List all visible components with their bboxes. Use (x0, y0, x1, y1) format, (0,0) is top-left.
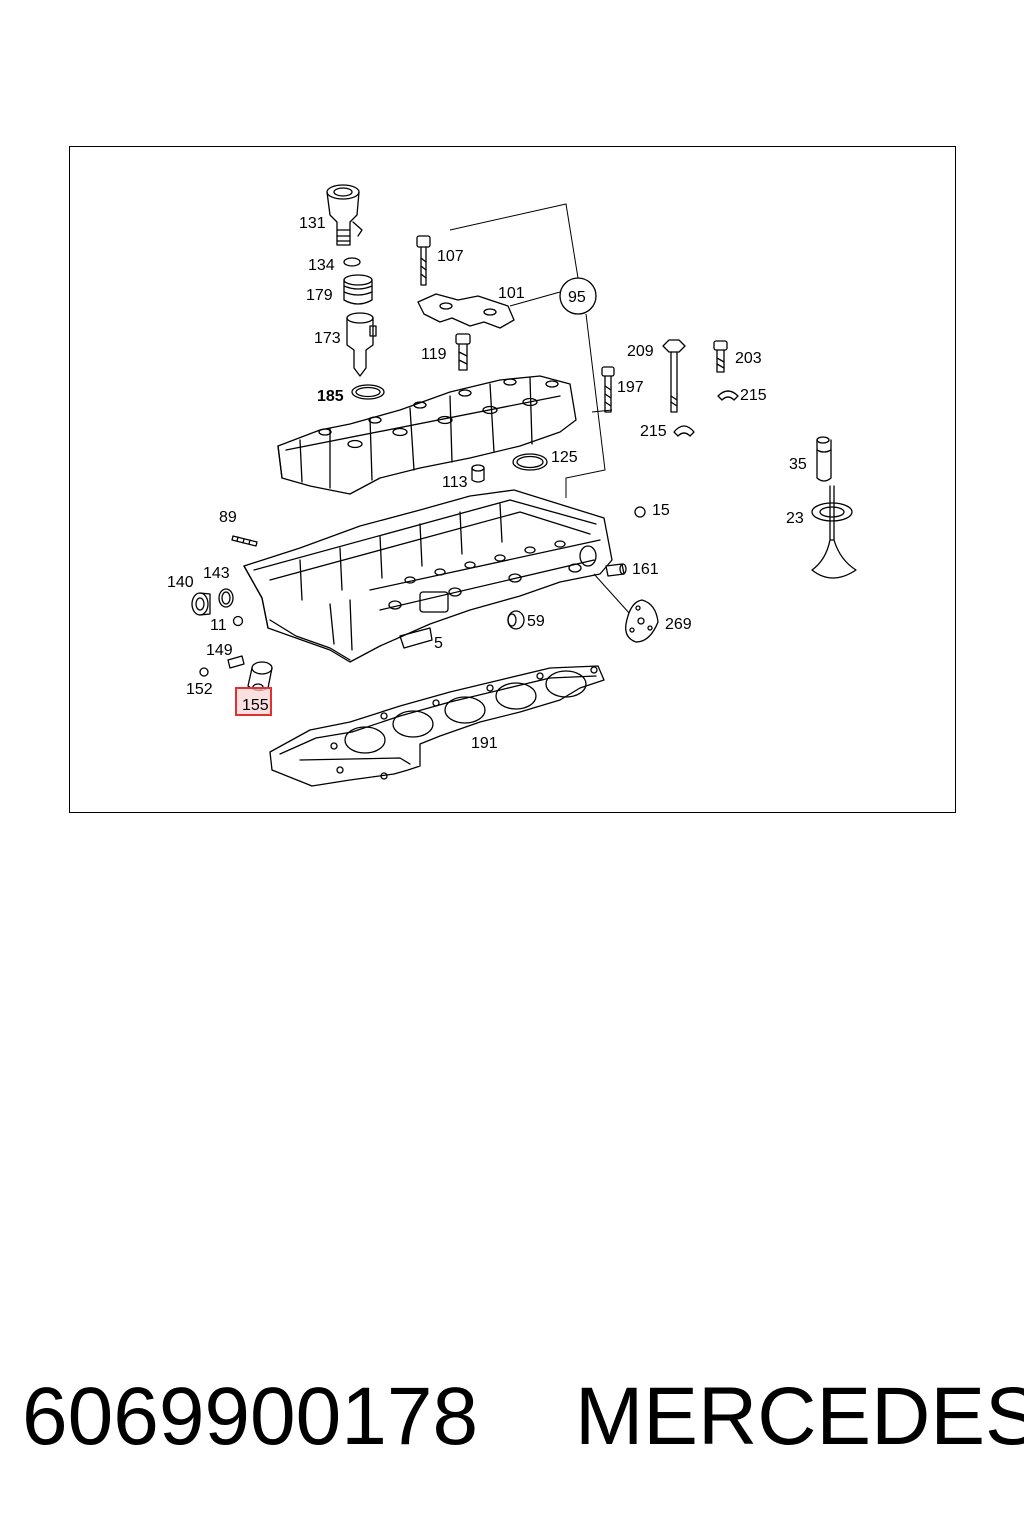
part-215-clamp-upper[interactable] (717, 390, 739, 401)
label-89: 89 (219, 509, 237, 526)
label-179: 179 (306, 287, 333, 304)
label-149: 149 (206, 642, 233, 659)
part-113-dowel[interactable] (471, 464, 485, 483)
part-131-injector-holder[interactable] (326, 184, 363, 246)
part-89-stud[interactable] (231, 535, 258, 547)
part-35-tappet[interactable] (816, 436, 832, 482)
label-131: 131 (299, 215, 326, 232)
part-179-sleeve[interactable] (343, 274, 373, 305)
label-59: 59 (527, 613, 545, 630)
part-155-sleeve[interactable] (247, 661, 273, 692)
part-149-screw[interactable] (227, 655, 245, 669)
label-119: 119 (421, 346, 447, 363)
part-15-plug[interactable] (634, 506, 646, 518)
label-140: 140 (167, 574, 194, 591)
label-152: 152 (186, 681, 213, 698)
part-191-head-gasket[interactable] (269, 665, 605, 787)
label-134: 134 (308, 257, 335, 274)
part-173-nozzle[interactable] (346, 312, 377, 377)
part-camshaft-carrier[interactable] (277, 375, 577, 495)
label-15: 15 (652, 502, 670, 519)
brand-name: MERCEDES (575, 1371, 1024, 1462)
label-5: 5 (434, 635, 443, 652)
label-113: 113 (442, 474, 468, 491)
label-23: 23 (786, 510, 804, 527)
part-203-bolt[interactable] (713, 340, 728, 373)
product-footer: 6069900178 MERCEDES (0, 1362, 1024, 1472)
part-161-sleeve[interactable] (605, 563, 627, 577)
label-197: 197 (617, 379, 644, 396)
part-cylinder-head[interactable] (243, 489, 613, 663)
part-269-flange[interactable] (593, 573, 659, 643)
part-107-bolt[interactable] (416, 235, 431, 286)
label-161: 161 (632, 561, 659, 578)
part-23-valve[interactable] (811, 485, 857, 579)
part-134-washer[interactable] (343, 257, 361, 267)
label-101: 101 (498, 285, 525, 302)
part-125-o-ring[interactable] (512, 453, 548, 471)
label-11: 11 (210, 617, 227, 634)
label-173: 173 (314, 330, 341, 347)
label-155: 155 (242, 697, 269, 714)
part-59-plug[interactable] (507, 610, 525, 630)
label-209: 209 (627, 343, 654, 360)
label-35: 35 (789, 456, 807, 473)
label-125: 125 (551, 449, 578, 466)
part-209-long-bolt[interactable] (662, 339, 686, 413)
label-191: 191 (471, 735, 498, 752)
label-185: 185 (317, 388, 344, 405)
label-95: 95 (568, 289, 586, 306)
part-11-ball[interactable] (232, 615, 244, 627)
part-197-bolt[interactable] (601, 366, 615, 413)
part-101-bearing-bridge[interactable] (417, 293, 515, 329)
part-143-seal-ring[interactable] (218, 588, 234, 608)
label-143: 143 (203, 565, 230, 582)
part-185-o-ring[interactable] (351, 384, 385, 400)
label-203: 203 (735, 350, 762, 367)
part-152-ball[interactable] (199, 667, 209, 677)
part-119-bolt[interactable] (455, 333, 471, 371)
label-215-lower: 215 (640, 423, 667, 440)
highlight-box-155 (235, 687, 272, 716)
label-107: 107 (437, 248, 464, 265)
label-215-upper: 215 (740, 387, 767, 404)
part-number: 6069900178 (22, 1371, 479, 1462)
part-140-screw-plug[interactable] (191, 592, 211, 616)
part-95-group-marker (449, 203, 613, 498)
part-215-clamp-lower[interactable] (673, 425, 695, 437)
label-269: 269 (665, 616, 692, 633)
